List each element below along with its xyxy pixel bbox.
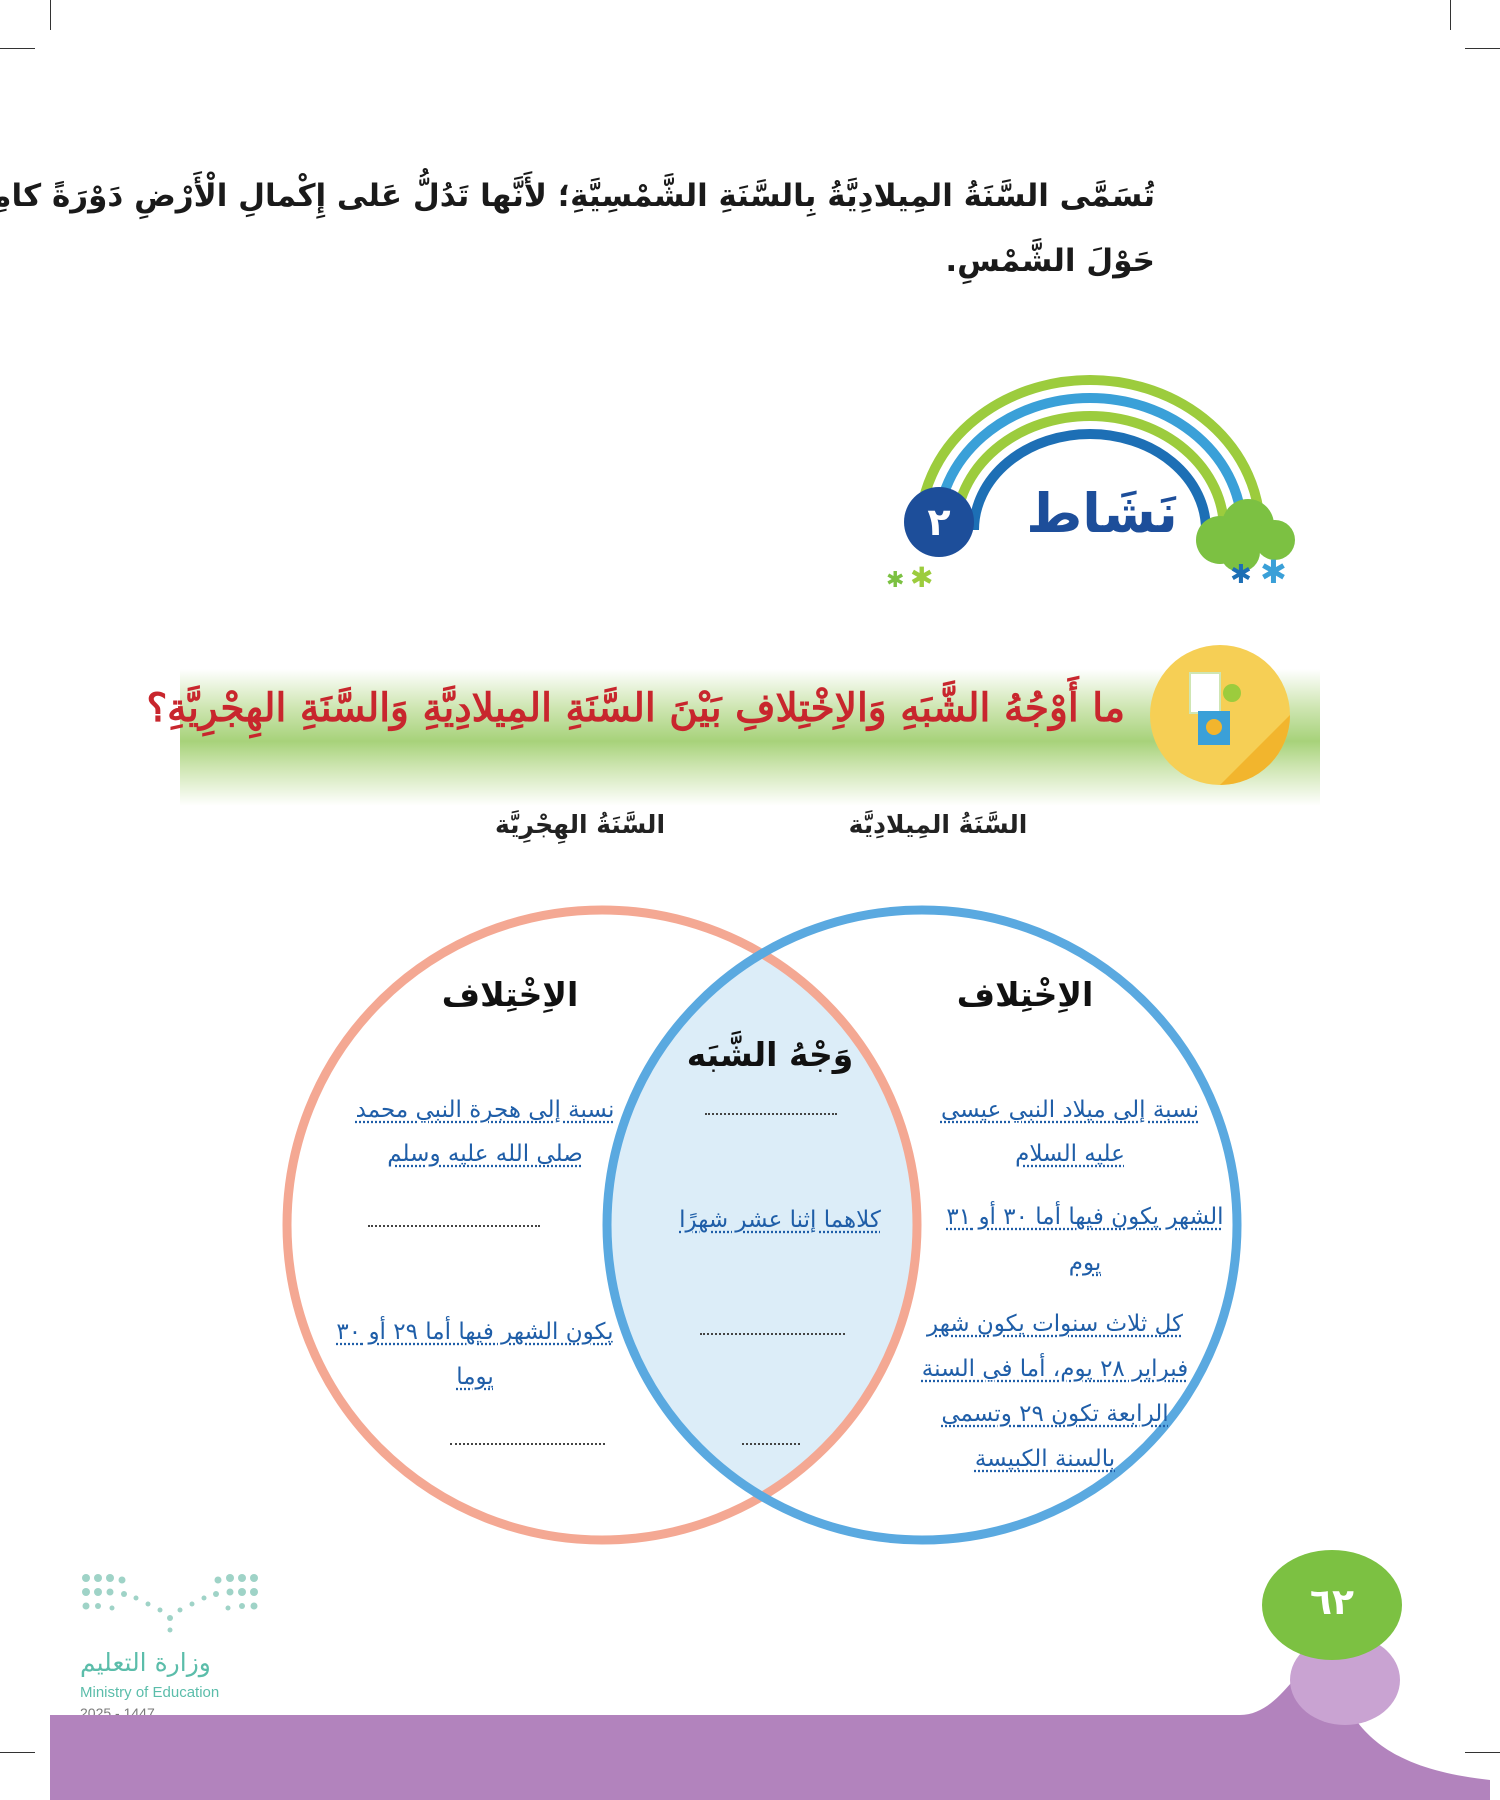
svg-text:✱: ✱ — [910, 561, 933, 594]
ministry-english: Ministry of Education — [80, 1684, 220, 1701]
answer-dotted-line — [705, 1113, 837, 1115]
gregorian-difference-title: الاِخْتِلاف — [956, 975, 1094, 1014]
question-text: ما أَوْجُهُ الشَّبَهِ وَالاِخْتِلافِ بَي… — [146, 685, 1125, 731]
hijri-circle — [282, 905, 922, 1545]
hijri-answer-line: نسبة إلى هجرة النبي محمد — [355, 1097, 615, 1123]
crop-mark — [0, 48, 35, 49]
ministry-logo-icon — [82, 1574, 258, 1633]
answer-dotted-line — [700, 1333, 845, 1335]
puzzle-icon — [1150, 645, 1290, 785]
answer-dotted-line — [368, 1225, 540, 1227]
crop-mark — [1465, 48, 1500, 49]
gregorian-answer-line: الرابعة تكون ٢٩ وتسمى — [941, 1401, 1169, 1427]
hijri-answer-line: يوما — [456, 1364, 494, 1390]
crop-mark — [1465, 1752, 1500, 1753]
crop-mark — [1450, 0, 1451, 30]
svg-text:✱: ✱ — [1260, 553, 1287, 591]
answer-dotted-line — [742, 1443, 800, 1445]
gregorian-answer-line: بالسنة الكبيسة — [974, 1446, 1116, 1472]
gregorian-year-heading: السَّنَةُ المِيلادِيَّة — [848, 810, 1028, 839]
page-number: ٦٢ — [1262, 1550, 1402, 1660]
gregorian-answer-line: يوم — [1068, 1250, 1102, 1276]
svg-text:✱: ✱ — [1230, 560, 1252, 590]
hijri-year-heading: السَّنَةُ الهِجْرِيَّة — [494, 810, 666, 839]
venn-diagram — [282, 905, 1242, 1545]
gregorian-answer-line: الشهر يكون فيها أما ٣٠ أو ٣١ — [946, 1204, 1224, 1230]
crop-mark — [50, 0, 51, 30]
gregorian-answer-line: عليه السلام — [1015, 1141, 1125, 1167]
activity-number: ٢ — [904, 487, 974, 557]
intro-line-1: تُسَمَّى السَّنَةُ المِيلادِيَّةُ بِالسَ… — [0, 178, 1155, 214]
gregorian-overlap-fill — [607, 910, 917, 1540]
ministry-arabic: وزارة التعليم — [80, 1648, 211, 1677]
hijri-difference-title: الاِخْتِلاف — [441, 975, 579, 1014]
activity-rainbow-icon: ✱ ✱ ✱ ✱ — [886, 375, 1295, 594]
similarity-title: وَجْهُ الشَّبَه — [686, 1035, 854, 1074]
similarity-answer: كلاهما إثنا عشر شهرًا — [679, 1207, 881, 1233]
crop-mark — [0, 1752, 35, 1753]
gregorian-answer-line: كل ثلاث سنوات يكون شهر — [927, 1311, 1183, 1337]
activity-label: نَشَاط — [1026, 482, 1178, 545]
gregorian-answer-line: فبراير ٢٨ يوم، أما في السنة — [921, 1356, 1189, 1382]
question-banner — [180, 650, 1320, 840]
gregorian-circle — [602, 905, 1242, 1545]
answer-dotted-line — [450, 1443, 605, 1445]
svg-text:✱: ✱ — [886, 568, 904, 593]
gregorian-answer-line: نسبة إلى ميلاد النبي عيسى — [940, 1097, 1200, 1123]
intro-line-2: حَوْلَ الشَّمْسِ. — [945, 243, 1155, 279]
footer-wave — [50, 1635, 1490, 1800]
hijri-answer-line: صلى الله عليه وسلم — [387, 1141, 583, 1167]
hijri-answer-line: يكون الشهر فيها أما ٢٩ أو ٣٠ — [336, 1319, 614, 1345]
